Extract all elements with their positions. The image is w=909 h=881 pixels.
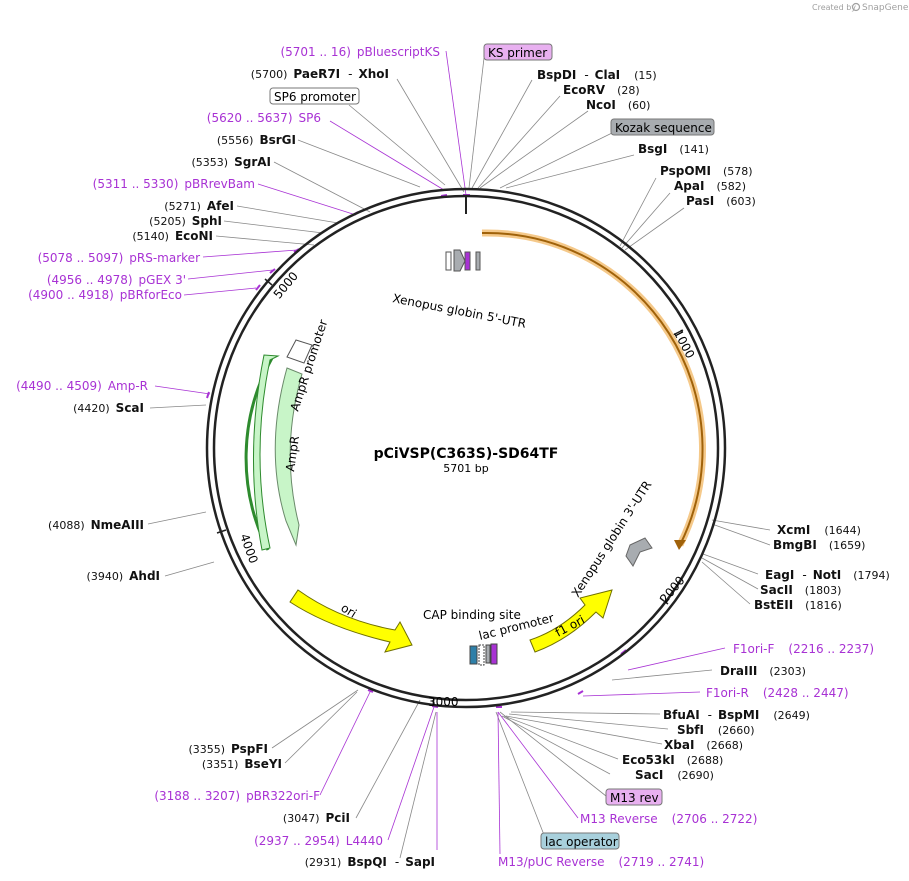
box-m13rev: M13 rev — [605, 788, 663, 806]
site-prs-marker: (5078 .. 5097)pRS-marker — [38, 251, 200, 265]
site-paer7i: (5700)PaeR7I-XhoI — [251, 67, 389, 81]
cap-label: CAP binding site — [423, 608, 521, 622]
lac-cluster — [469, 643, 498, 666]
f1ori-label: f1 ori — [553, 613, 587, 640]
site-bfuai: BfuAI-BspMI(2649) — [663, 708, 810, 722]
box-kozak: Kozak sequence — [610, 118, 715, 136]
kozak-label: Kozak sequence — [615, 121, 712, 135]
site-pspfi: (3355)PspFI — [188, 742, 268, 756]
site-l4440: (2937 .. 2954)L4440 — [254, 834, 383, 848]
site-f1ori-r: F1ori-R(2428 .. 2447) — [706, 686, 849, 700]
site-m13-puc-reverse: M13/pUC Reverse(2719 .. 2741) — [498, 855, 704, 869]
site-ecorv: EcoRV(28) — [563, 83, 640, 97]
site-saci: SacI(2690) — [635, 768, 714, 782]
site-pspomi: PspOMI(578) — [660, 164, 753, 178]
site-f1ori-f: F1ori-F(2216 .. 2237) — [733, 642, 874, 656]
site-eagi: EagI-NotI(1794) — [765, 568, 890, 582]
utr3-label: Xenopus globin 3'-UTR — [569, 478, 655, 599]
site-bspqi: (2931)BspQI-SapI — [305, 855, 435, 869]
utr5-label: Xenopus globin 5'-UTR — [391, 291, 527, 331]
box-sp6: SP6 promoter — [269, 87, 360, 105]
site-amp-r: (4490 .. 4509)Amp-R — [16, 379, 148, 393]
watermark-text: Created by — [812, 3, 856, 12]
orf-arrowhead — [674, 540, 686, 550]
site-econi: (5140)EcoNI — [132, 229, 213, 243]
ampr-outer-arrow — [252, 354, 280, 551]
plasmid-name: pCiVSP(C363S)-SD64TF — [374, 446, 559, 462]
site-pcii: (3047)PciI — [283, 811, 350, 825]
snapgene-logo-icon — [851, 2, 861, 12]
site-nmeaiii: (4088)NmeAIII — [48, 518, 144, 532]
site-scai: (4420)ScaI — [73, 401, 144, 415]
orf-arc-line — [481, 231, 704, 546]
site-bsrgi: (5556)BsrGI — [217, 133, 296, 147]
site-draiii: DraIII(2303) — [720, 664, 806, 678]
site-pbrrevbam: (5311 .. 5330)pBRrevBam — [93, 177, 255, 191]
site-sphi: (5205)SphI — [149, 214, 222, 228]
watermark: Created by SnapGene — [812, 2, 909, 13]
m13rev-label: M13 rev — [610, 791, 659, 805]
left-labels: (5701 .. 16)pBluescriptKS (5700)PaeR7I-X… — [16, 45, 440, 869]
site-sgrai: (5353)SgrAI — [192, 155, 271, 169]
site-afei: (5271)AfeI — [164, 199, 234, 213]
box-ks: KS primer — [483, 43, 553, 61]
site-xcmi: XcmI(1644) — [777, 523, 861, 537]
site-sp6: (5620 .. 5637)SP6 — [207, 111, 321, 125]
box-lacop: lac operator — [540, 832, 620, 850]
label-lines — [147, 50, 771, 859]
site-eco53ki: Eco53kI(2688) — [622, 753, 723, 767]
ampr-arrow — [274, 367, 303, 547]
ampr-promoter-label: AmpR promoter — [288, 318, 331, 413]
site-xbai: XbaI(2668) — [664, 738, 743, 752]
site-apai: ApaI(582) — [674, 179, 746, 193]
tick-label-3000: 3000 — [428, 695, 459, 709]
right-labels: BspDI-ClaI(15) EcoRV(28) NcoI(60) BsgI(1… — [498, 68, 890, 869]
utr5-cluster — [445, 249, 481, 272]
ks-primer-label: KS primer — [488, 46, 547, 60]
watermark-brand: SnapGene — [862, 3, 909, 13]
ampr-promoter-arrow — [286, 339, 313, 364]
site-pbrforeco: (4900 .. 4918)pBRforEco — [28, 288, 182, 302]
site-ncoi: NcoI(60) — [586, 98, 650, 112]
site-pgex3: (4956 .. 4978)pGEX 3' — [47, 273, 186, 287]
site-pbr322ori-f: (3188 .. 3207)pBR322ori-F — [154, 789, 320, 803]
orf-arc — [481, 229, 706, 547]
site-ahdi: (3940)AhdI — [87, 569, 160, 583]
tick-marks — [216, 196, 684, 707]
utr3-arrow — [625, 537, 653, 567]
site-bseyi: (3351)BseYI — [202, 757, 282, 771]
site-m13-reverse: M13 Reverse(2706 .. 2722) — [580, 812, 757, 826]
site-bspdi: BspDI-ClaI(15) — [537, 68, 657, 82]
lac-operator-label: lac operator — [545, 835, 618, 849]
f1ori-arrow — [529, 589, 613, 653]
sp6-promoter-label: SP6 promoter — [274, 90, 356, 104]
site-bmgbi: BmgBI(1659) — [773, 538, 865, 552]
site-bsgi: BsgI(141) — [638, 142, 709, 156]
ampr-label: AmpR — [283, 435, 302, 472]
plasmid-size: 5701 bp — [443, 462, 488, 475]
site-sbfi: SbfI(2660) — [677, 723, 755, 737]
site-pasi: PasI(603) — [686, 194, 756, 208]
site-bsteii: BstEII(1816) — [754, 598, 842, 612]
ori-arrow — [289, 589, 413, 653]
site-pbluescriptks: (5701 .. 16)pBluescriptKS — [280, 45, 440, 59]
site-sacii: SacII(1803) — [760, 583, 841, 597]
